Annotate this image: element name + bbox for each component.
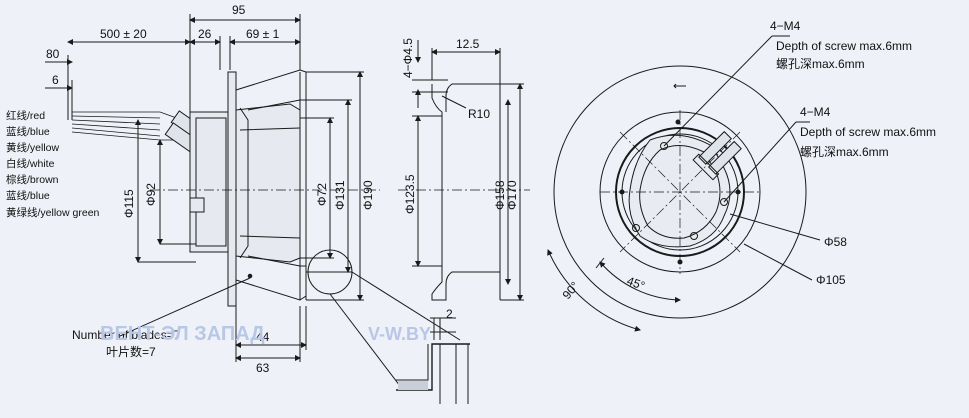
screw-a-depth-cn: 螺孔深max.6mm (776, 57, 865, 71)
wire-label: 黄绿线/yellow green (6, 206, 100, 219)
dim-body-length: 69 ± 1 (246, 27, 280, 41)
screw-b-depth-cn: 螺孔深max.6mm (800, 145, 889, 159)
dim-strip-short: 6 (52, 73, 59, 87)
dim-angle-90: 90° (560, 279, 583, 302)
watermark-left: ВЕНТ-ЭЛ ЗАПАД (100, 323, 265, 345)
dim-dia-131: Φ131 (333, 180, 347, 210)
dim-ring-depth: 12.5 (456, 37, 480, 51)
wire-label: 红线/red (6, 109, 45, 122)
wire-label: 黄线/yellow (6, 141, 60, 154)
dim-dia-92: Φ92 (144, 183, 158, 206)
dim-overall-width: 95 (232, 3, 246, 17)
side-view (45, 14, 380, 362)
dim-dia-105: Φ105 (816, 273, 846, 287)
dim-angle-45: 45° (625, 274, 647, 293)
wire-label: 白线/white (6, 157, 55, 170)
dim-flange-offset: 26 (198, 27, 212, 41)
inlet-ring-section (329, 40, 530, 404)
watermark-right: V-W.BY (368, 324, 431, 344)
dim-dia-123-5: Φ123.5 (403, 174, 417, 214)
wire-label: 棕线/brown (6, 173, 59, 186)
dim-detail-gap: 2 (446, 307, 453, 321)
front-view (547, 35, 821, 332)
dim-blade-height: 44 (256, 330, 270, 344)
dim-ring-holes: 4−Φ4.5 (401, 38, 415, 78)
dim-ring-radius: R10 (468, 107, 490, 121)
dim-strip-long: 80 (46, 47, 60, 61)
screw-a-label: 4−M4 (770, 19, 801, 33)
dim-dia-115: Φ115 (122, 189, 136, 218)
dim-dia-158: Φ158 (493, 180, 507, 210)
dim-dia-58: Φ58 (824, 235, 847, 249)
screw-b-label: 4−M4 (800, 105, 831, 119)
dim-dia-170: Φ170 (505, 180, 519, 210)
blades-count-cn: 叶片数=7 (106, 344, 156, 359)
blades-count-en: Number of blades=7 (72, 328, 181, 342)
dim-impeller-width: 63 (256, 361, 270, 375)
screw-b-depth-en: Depth of screw max.6mm (800, 125, 936, 139)
screw-a-depth-en: Depth of screw max.6mm (776, 39, 912, 53)
dim-cable-length: 500 ± 20 (100, 27, 147, 41)
wire-label: 蓝线/blue (6, 125, 50, 138)
dim-dia-190: Φ190 (361, 180, 375, 210)
wire-legend: 红线/red 蓝线/blue 黄线/yellow 白线/white 棕线/bro… (6, 109, 100, 219)
dim-dia-72: Φ72 (315, 183, 329, 206)
wire-label: 蓝线/blue (6, 189, 50, 202)
